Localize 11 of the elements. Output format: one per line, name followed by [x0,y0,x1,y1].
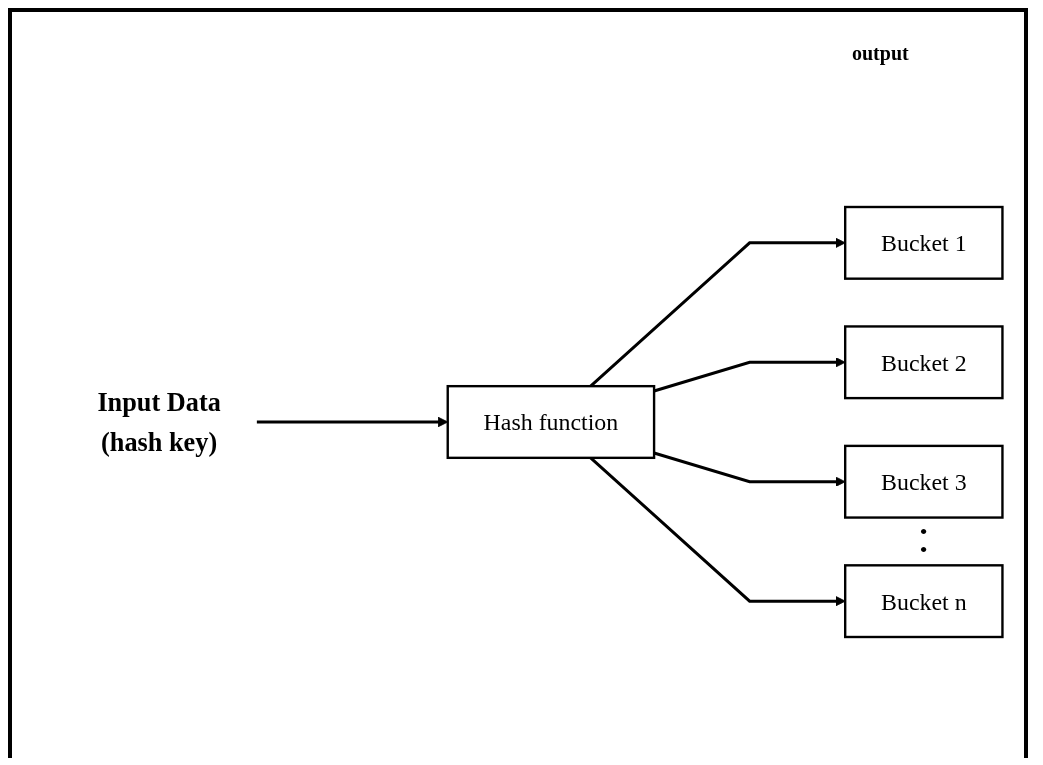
node-box: Bucket n [844,564,1004,639]
arrow [653,451,846,487]
ellipsis-dot: • [919,541,928,560]
output-heading: output [852,42,909,65]
node-box: Bucket 2 [844,325,1004,400]
node-box: Hash function [446,384,656,460]
node-box: Bucket 1 [844,205,1004,280]
arrow [653,357,846,393]
node-text: Input Data (hash key) [97,387,221,457]
node-box: Bucket 3 [844,444,1004,519]
ellipsis-dot: • [919,523,928,542]
